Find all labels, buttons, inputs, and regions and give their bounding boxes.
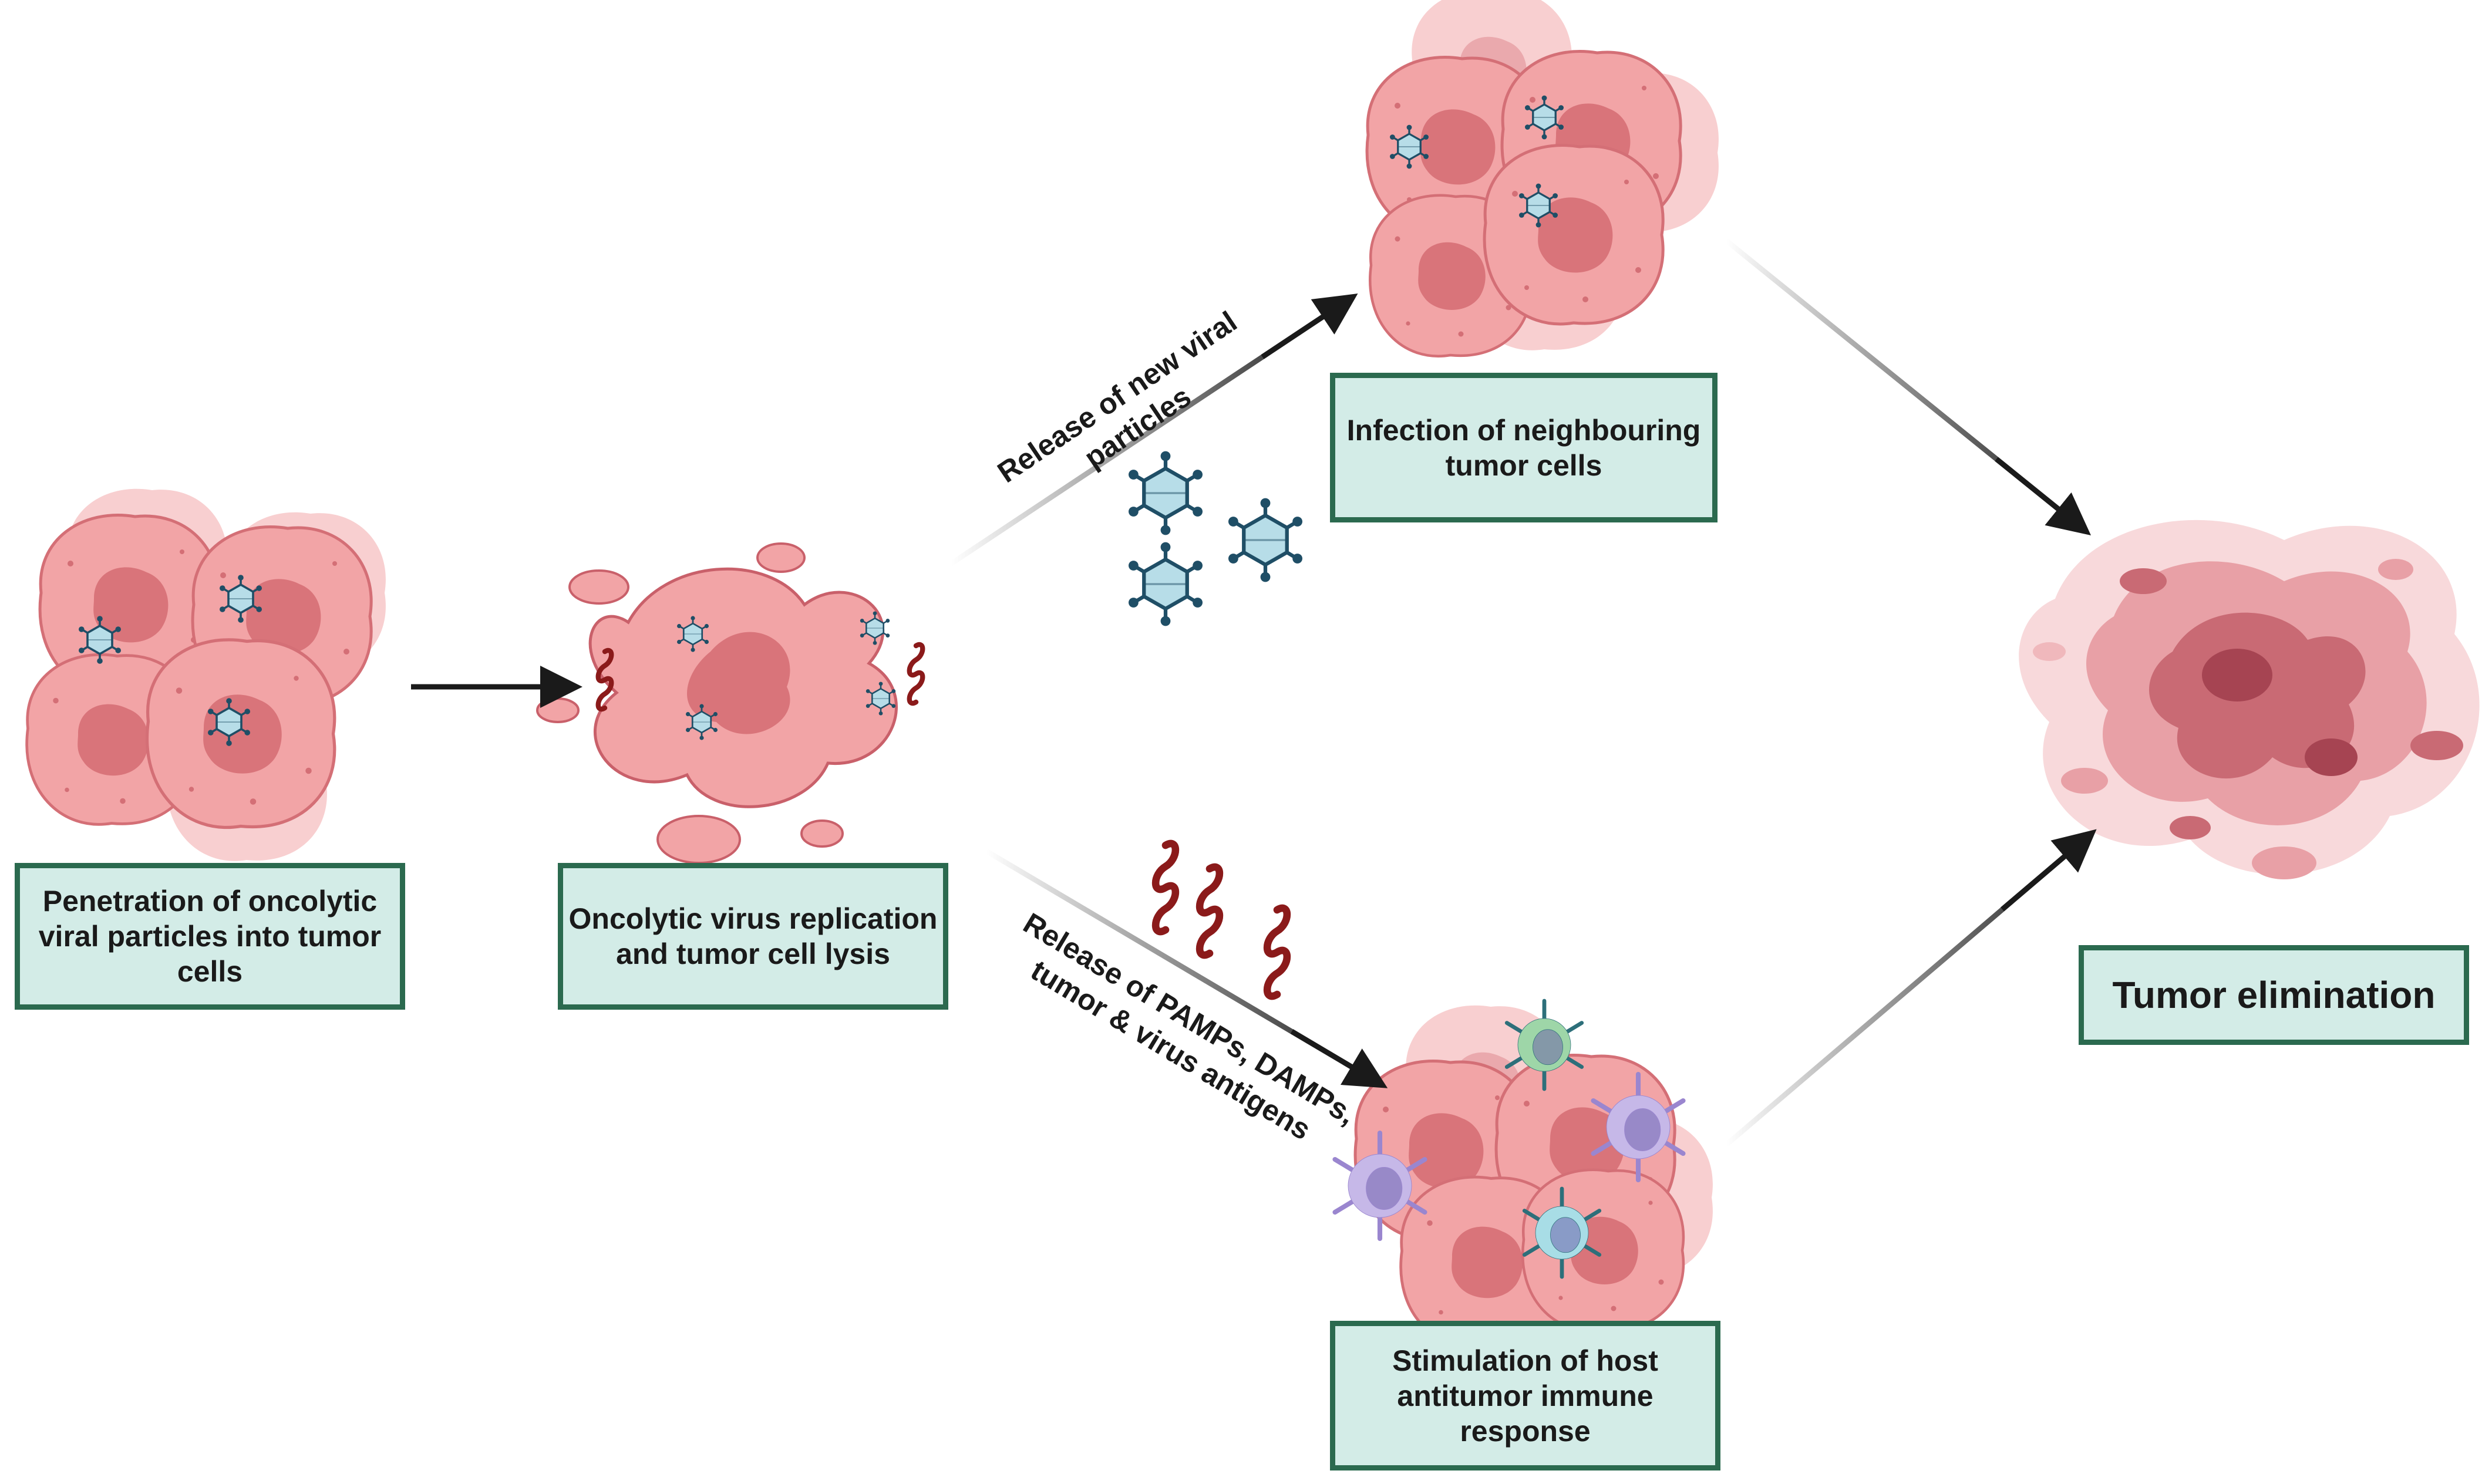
lysed-tumor-cells bbox=[536, 542, 922, 864]
step-infection: Infection of neighbouring tumor cells bbox=[1330, 373, 1718, 522]
step-infection-text: Infection of neighbouring tumor cells bbox=[1346, 413, 1701, 482]
step-elimination: Tumor elimination bbox=[2079, 945, 2469, 1045]
step-elimination-text: Tumor elimination bbox=[2112, 974, 2436, 1016]
step-penetration-text: Penetration of oncolytic viral particles… bbox=[38, 885, 382, 988]
arrow-to-infection bbox=[949, 294, 1358, 566]
step-replication-text: Oncolytic virus replication and tumor ce… bbox=[568, 902, 938, 970]
arrow-immune-to-elimination bbox=[1725, 829, 2097, 1147]
step-replication: Oncolytic virus replication and tumor ce… bbox=[558, 863, 948, 1010]
arrow-infection-to-elimination bbox=[1725, 238, 2092, 535]
tumor-cluster-immune bbox=[1335, 1001, 1713, 1366]
pamp-squiggle-icon bbox=[1267, 908, 1287, 996]
arrow-to-immune bbox=[985, 849, 1388, 1088]
tumor-cluster-infected bbox=[27, 488, 386, 861]
tumor-debris bbox=[2019, 520, 2480, 879]
free-virus-icon bbox=[1129, 451, 1203, 535]
pamp-squiggle-icon bbox=[1200, 867, 1220, 955]
tumor-cluster-neighbouring bbox=[1367, 0, 1719, 356]
free-virus-icon bbox=[1228, 498, 1302, 582]
step-stimulation: Stimulation of host antitumor immune res… bbox=[1330, 1321, 1720, 1470]
step-stimulation-text: Stimulation of host antitumor immune res… bbox=[1392, 1344, 1658, 1448]
pamp-squiggle-icon bbox=[1156, 844, 1176, 932]
free-virus-icon bbox=[1129, 542, 1203, 626]
step-penetration: Penetration of oncolytic viral particles… bbox=[15, 863, 405, 1010]
